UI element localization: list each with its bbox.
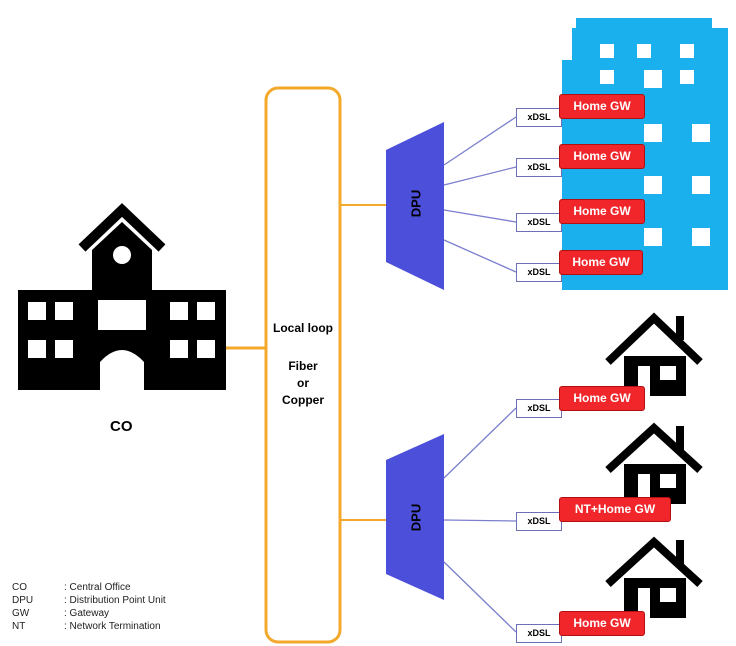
house-icon xyxy=(605,536,703,618)
local-loop-title: Local loop xyxy=(273,321,333,335)
legend-desc: : Central Office xyxy=(64,582,131,593)
xdsl-label: xDSL xyxy=(516,108,562,127)
dsl-lines-houses xyxy=(443,407,517,633)
legend-abbr: NT xyxy=(12,621,26,632)
house-icon xyxy=(605,422,703,504)
xdsl-label: xDSL xyxy=(516,263,562,282)
dpu-shape xyxy=(386,122,444,290)
legend-item: DPU : Distribution Point Unit xyxy=(12,595,166,607)
home-gateway-box: Home GW xyxy=(559,94,645,119)
xdsl-label: xDSL xyxy=(516,213,562,232)
nt-home-gateway-box: NT+Home GW xyxy=(559,497,671,522)
xdsl-label: xDSL xyxy=(516,512,562,531)
xdsl-label: xDSL xyxy=(516,624,562,643)
legend-abbr: CO xyxy=(12,582,27,593)
home-gateway-box: Home GW xyxy=(559,250,643,275)
local-loop-or: or xyxy=(297,376,309,390)
local-loop-fiber: Fiber xyxy=(288,359,318,373)
legend-abbr: GW xyxy=(12,608,30,619)
legend-item: NT : Network Termination xyxy=(12,621,161,633)
dpu-label: DPU xyxy=(408,189,424,218)
dsl-lines-building xyxy=(443,116,517,273)
xdsl-label: xDSL xyxy=(516,399,562,418)
legend-desc: : Distribution Point Unit xyxy=(64,595,166,606)
local-loop-box xyxy=(264,86,342,644)
home-gateway-box: Home GW xyxy=(559,386,645,411)
legend-desc: : Gateway xyxy=(64,608,110,619)
home-gateway-box: Home GW xyxy=(559,144,645,169)
central-office-icon xyxy=(18,203,226,390)
co-label: CO xyxy=(110,418,133,435)
legend-item: CO : Central Office xyxy=(12,582,131,594)
dpu-shape xyxy=(386,434,444,600)
dpu-label: DPU xyxy=(408,503,424,532)
home-gateway-box: Home GW xyxy=(559,611,645,636)
local-loop-copper: Copper xyxy=(282,393,324,407)
home-gateway-box: Home GW xyxy=(559,199,645,224)
house-icon xyxy=(605,312,703,396)
legend-abbr: DPU xyxy=(12,595,34,606)
legend-item: GW : Gateway xyxy=(12,608,109,620)
xdsl-label: xDSL xyxy=(516,158,562,177)
legend-desc: : Network Termination xyxy=(64,621,161,632)
